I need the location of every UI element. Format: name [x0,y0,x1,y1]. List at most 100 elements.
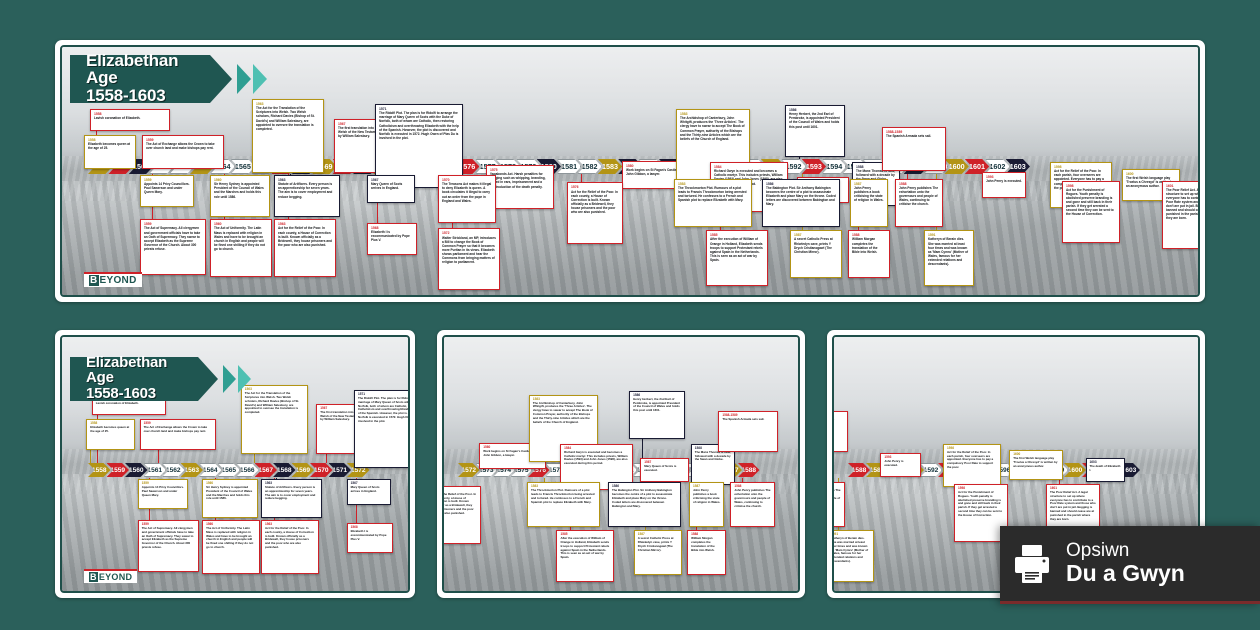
event-text: The Act of Uniformity. The Latin Mass is… [214,226,265,251]
event-text: John Penry publishes The exhortation unt… [734,488,771,508]
timeline-year-1588[interactable]: 1588 [848,463,870,477]
event-leader-line [89,450,91,463]
timeline-year-label: 1594 [826,162,843,171]
timeline-year-label: 1600 [948,162,965,171]
event-text: John Penry publishes The exhortation unt… [899,185,939,207]
timeline-year-label: 1558 [91,466,107,474]
panel-inner: 1572157315741575157615771578157915801581… [442,335,800,593]
event-text: Elizabeth I is excommunicated by Pope Pi… [350,529,387,542]
banner-chevron-group [221,357,251,401]
timeline-year-1572[interactable]: 1572 [458,463,480,477]
event-text: Appoints 14 Privy Councillors. Paul Sawe… [141,484,184,497]
event-text: The Act of Supremacy. All clergymen and … [144,226,201,251]
event-text: Act for the Relief of the Poor. In each … [442,491,477,515]
title-banner: Elizabethan Age 1558-1603 [70,52,267,104]
event-leader-line [325,454,327,463]
event-text: Appoints 14 Privy Councillors. Paul Sawe… [144,182,190,195]
timeline-year-1558[interactable]: 1558 [88,463,111,477]
event-text: The Poor Relief Act. A legal structure t… [1050,490,1096,521]
event-text: Mary Queen of Scots arrives in England. [371,182,403,191]
event-text: William Morgan completes the translation… [691,536,715,552]
timeline-year-label: 1588 [741,466,757,474]
event-text: The Spanish Armada sets sail. [722,417,765,422]
timeline-year-label: 1582 [581,162,598,171]
event-text: The Act for the Translation of the Scrip… [244,391,300,415]
event-text: Walter Strickland, an MP, introduces a B… [442,235,496,265]
timeline-year-label: 1563 [184,466,200,474]
event-text: Act for the Relief of the Poor. In each … [946,449,994,470]
chevron-right-icon [238,365,251,393]
event-text: Henry Herbert, the 2nd Earl of Pembroke,… [633,396,680,413]
event-text: Act for the Punishment of Rogues. Youth … [958,490,1003,517]
timeline-year-label: 1602 [989,162,1006,171]
print-option-badge[interactable]: Opsiwn Du a Gwyn [1000,526,1260,604]
event-leader-line [581,174,582,183]
event-text: The Act of Uniformity. The Latin Mass is… [206,526,254,549]
event-text: A secret Catholic Press at Rhiwledyn cav… [637,536,674,552]
timeline-year-label: 1568 [276,466,292,474]
timeline-year-label: 1566 [239,466,255,474]
logo-rest: EYOND [98,572,133,582]
